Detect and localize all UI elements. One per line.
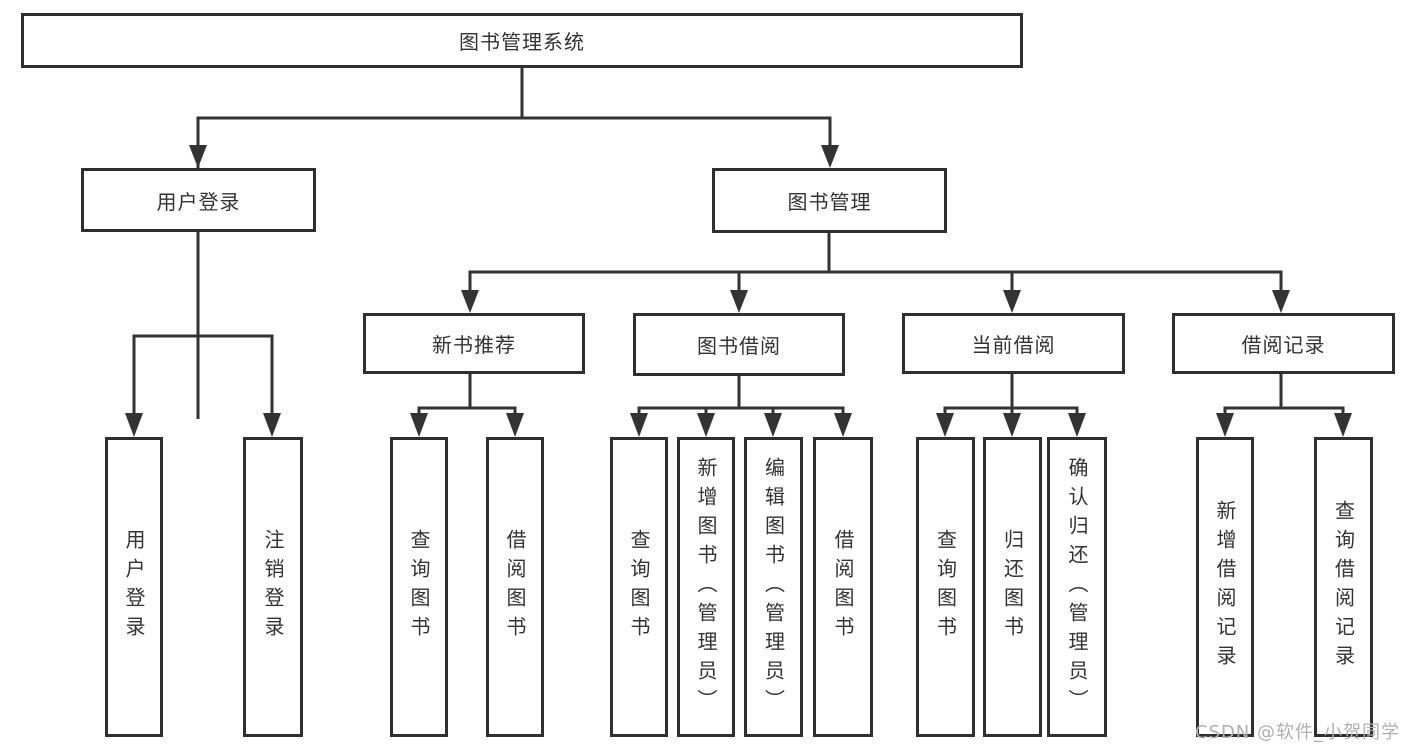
node-label: 图书管理系统 [459,30,585,54]
leaf-return-book: 归还图书 [983,437,1042,737]
node-root-system: 图书管理系统 [21,13,1023,68]
node-user-login-module: 用户登录 [81,168,316,232]
node-new-book-recommend: 新书推荐 [363,313,585,374]
node-label: 新书推荐 [432,333,516,357]
leaf-query-books-borrowing: 查询图书 [610,437,668,737]
leaf-add-borrow-record: 新增借阅记录 [1196,437,1254,737]
leaf-borrow-books-recommend: 借阅图书 [486,437,544,737]
node-label: 查询图书 [407,529,431,645]
node-label: 确认归还（管理员） [1065,456,1089,718]
node-label: 编辑图书（管理员） [761,456,786,718]
node-current-borrowing: 当前借阅 [902,313,1125,374]
csdn-watermark: CSDN @软件_小贺同学 [1194,722,1400,743]
leaf-borrow-books-borrowing: 借阅图书 [813,437,873,737]
node-label: 查询图书 [933,529,958,645]
node-label: 查询图书 [627,529,651,645]
leaf-edit-book-admin: 编辑图书（管理员） [744,437,803,737]
node-label: 新增借阅记录 [1213,500,1237,674]
leaf-query-books-recommend: 查询图书 [390,437,448,737]
node-label: 查询借阅记录 [1331,500,1356,674]
leaf-query-borrow-record: 查询借阅记录 [1314,437,1373,737]
node-label: 借阅图书 [503,529,527,645]
node-label: 当前借阅 [971,333,1056,357]
leaf-confirm-return-admin: 确认归还（管理员） [1047,437,1107,737]
node-borrowing-records: 借阅记录 [1172,313,1395,374]
node-label: 借阅图书 [831,529,855,645]
leaf-user-login: 用户登录 [105,437,163,737]
node-label: 借阅记录 [1241,333,1326,357]
node-label: 图书借阅 [697,334,781,358]
node-label: 归还图书 [1000,529,1025,645]
node-label: 用户登录 [122,529,146,645]
node-label: 新增图书（管理员） [694,456,718,718]
leaf-query-books-current: 查询图书 [916,437,975,737]
node-label: 图书管理 [787,190,872,214]
leaf-logout: 注销登录 [243,437,303,737]
node-book-management-module: 图书管理 [712,168,947,233]
node-label: 用户登录 [156,189,241,214]
node-book-borrowing: 图书借阅 [633,313,845,376]
leaf-add-book-admin: 新增图书（管理员） [677,437,735,737]
node-label: 注销登录 [261,529,285,645]
